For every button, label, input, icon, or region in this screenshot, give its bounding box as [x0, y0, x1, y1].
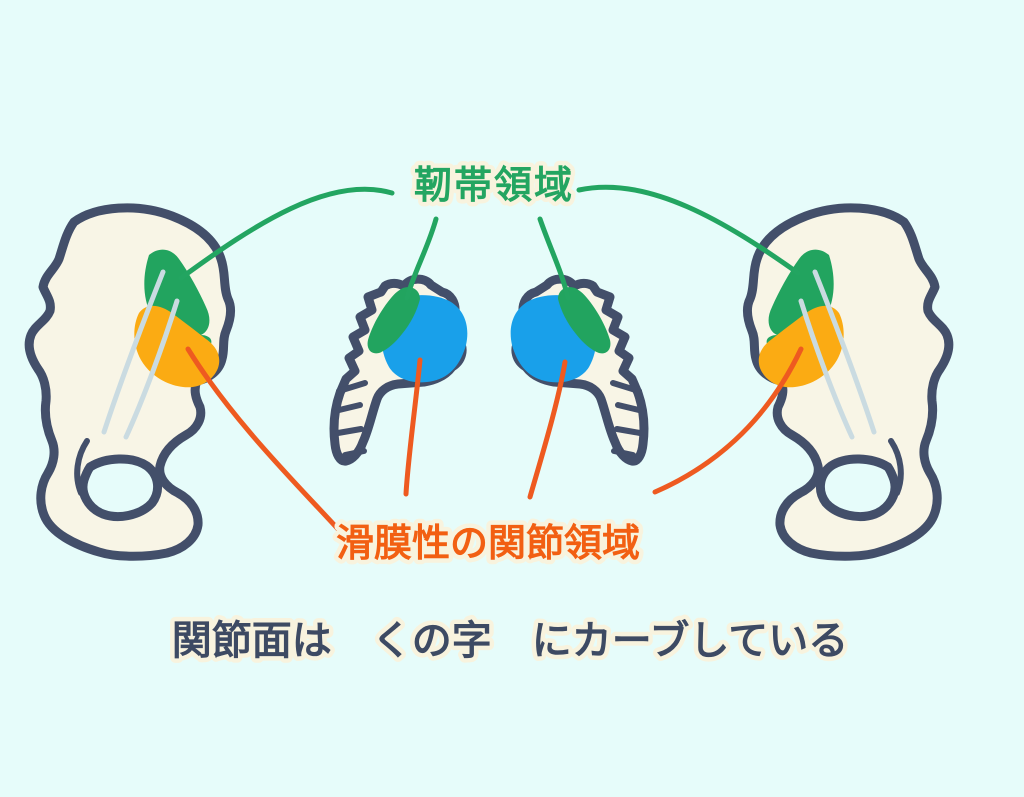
leader-ligament-to-left-sacrum	[404, 216, 439, 301]
leader-synovial-to-right-sacrum	[527, 359, 568, 500]
leader-synovial-to-left-sacrum	[403, 357, 423, 497]
leader-ligament-to-left-hip	[178, 186, 395, 281]
leader-synovial-to-left-hip	[185, 346, 351, 543]
synovial-region-label: 滑膜性の関節領域	[336, 521, 640, 565]
ligament-region-label: 靭帯領域	[414, 163, 574, 207]
leader-ligament-to-right-hip	[576, 184, 801, 276]
leader-ligament-to-right-sacrum	[537, 216, 571, 301]
caption-text: 関節面は くの字 にカーブしている	[172, 618, 848, 664]
leader-synovial-to-right-hip	[652, 346, 804, 495]
